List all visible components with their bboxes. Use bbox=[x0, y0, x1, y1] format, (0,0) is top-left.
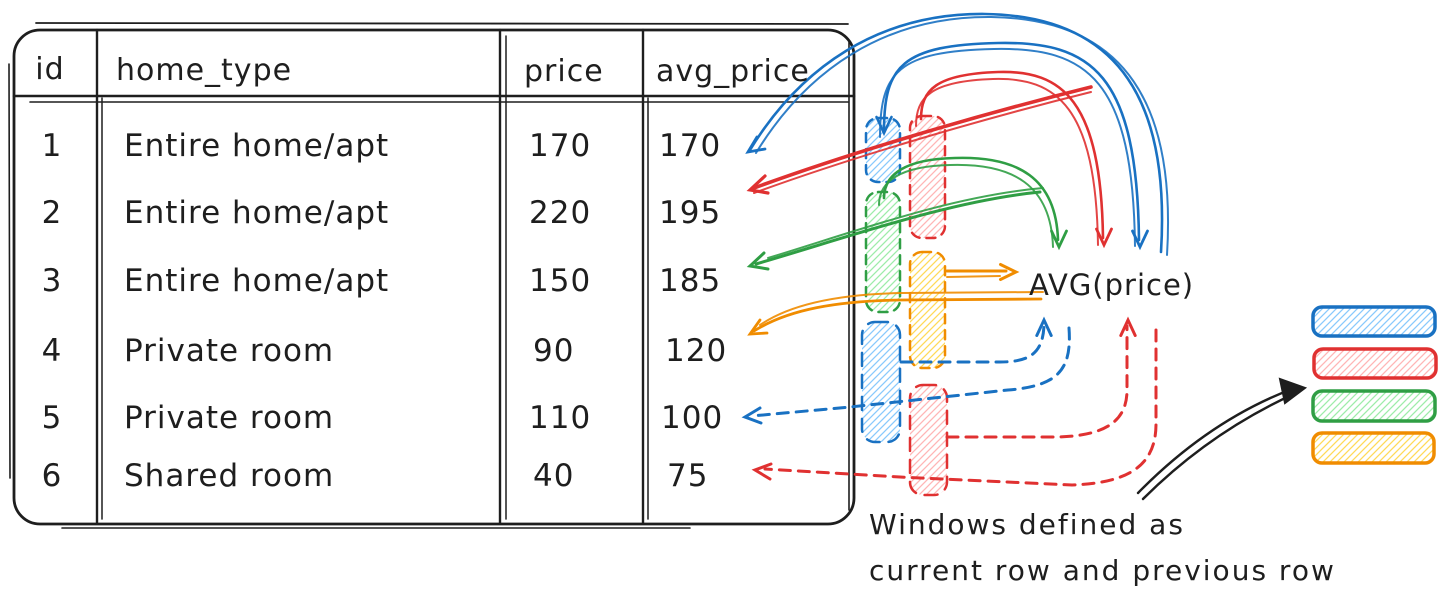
arrow-blue-dashed-avg-to-cell-100 bbox=[741, 326, 1071, 425]
arrowhead bbox=[747, 318, 769, 336]
arrowhead bbox=[999, 263, 1020, 281]
cell-avg-price-row6: 75 bbox=[667, 458, 709, 494]
cell-price-row2: 220 bbox=[529, 195, 592, 231]
arrowhead bbox=[1095, 227, 1113, 249]
table-grid bbox=[8, 22, 856, 529]
arrow-green-avg-to-cell-185 bbox=[746, 187, 1044, 271]
column-header-id: id bbox=[35, 52, 65, 87]
cell-id-row2: 2 bbox=[41, 195, 63, 231]
arrowhead bbox=[746, 174, 770, 195]
cell-price-row1: 170 bbox=[529, 128, 592, 164]
caption-line-2: current row and previous row bbox=[869, 554, 1336, 587]
arrow-blue-window-to-avg bbox=[875, 41, 1149, 251]
legend-swatch-orange bbox=[1311, 431, 1436, 465]
column-header-avg-price: avg_price bbox=[656, 54, 810, 89]
arrow-red-window-to-avg bbox=[915, 70, 1113, 249]
arrowhead bbox=[745, 135, 767, 154]
arrow-black-to-legend bbox=[1136, 377, 1308, 501]
avg-function-label: AVG(price) bbox=[1029, 268, 1195, 302]
arrowhead bbox=[746, 251, 770, 271]
cell-price-row5: 110 bbox=[529, 400, 592, 436]
cell-avg-price-row1: 170 bbox=[659, 128, 722, 164]
cell-home-type-row2: Entire home/apt bbox=[124, 195, 390, 231]
arrow-red-dashed-avg-to-cell-75 bbox=[751, 328, 1158, 487]
cell-home-type-row5: Private room bbox=[124, 400, 335, 436]
arrow-red-dashed-window-to-avg bbox=[945, 316, 1137, 439]
cell-price-row3: 150 bbox=[529, 263, 592, 299]
cell-id-row1: 1 bbox=[41, 128, 63, 164]
arrow-blue-dashed-window-to-avg bbox=[899, 316, 1053, 364]
window-marker-rows5-6-red bbox=[908, 383, 949, 497]
arrow-orange-avg-to-cell-120 bbox=[747, 291, 1044, 336]
column-header-home-type: home_type bbox=[116, 53, 293, 88]
cell-id-row3: 3 bbox=[41, 263, 63, 299]
arrowhead bbox=[1119, 316, 1137, 337]
cell-avg-price-row2: 195 bbox=[659, 195, 722, 231]
cell-avg-price-row5: 100 bbox=[661, 400, 724, 436]
window-marker-rows4-5-blue bbox=[860, 320, 902, 444]
arrowhead bbox=[875, 115, 893, 137]
cell-avg-price-row4: 120 bbox=[665, 333, 728, 369]
caption-line-1: Windows defined as bbox=[869, 508, 1185, 541]
legend-swatch-blue bbox=[1311, 305, 1437, 338]
arrowhead bbox=[1278, 377, 1308, 405]
arrowhead bbox=[1035, 316, 1053, 337]
arrow-red-avg-to-cell-195 bbox=[746, 85, 1093, 195]
arrow-blue-avg-to-cell-170 bbox=[745, 12, 1169, 256]
cell-price-row6: 40 bbox=[533, 458, 575, 494]
arrowhead bbox=[741, 406, 763, 425]
arrow-orange-window-to-avg bbox=[945, 263, 1020, 281]
table-border bbox=[12, 28, 856, 526]
legend-swatch-red bbox=[1312, 347, 1438, 380]
cell-price-row4: 90 bbox=[533, 333, 575, 369]
arrowhead bbox=[1050, 229, 1068, 251]
legend bbox=[1311, 305, 1438, 465]
arrowhead bbox=[1131, 229, 1149, 251]
cell-id-row4: 4 bbox=[41, 333, 63, 369]
window-marker-rows3-4-orange bbox=[908, 250, 947, 370]
cell-avg-price-row3: 185 bbox=[659, 263, 722, 299]
cell-home-type-row1: Entire home/apt bbox=[124, 128, 390, 164]
cell-id-row5: 5 bbox=[41, 400, 63, 436]
column-header-price: price bbox=[524, 54, 604, 89]
cell-id-row6: 6 bbox=[41, 458, 63, 494]
cell-home-type-row6: Shared room bbox=[124, 458, 335, 494]
legend-swatch-green bbox=[1311, 389, 1437, 423]
arrow-green-window-to-avg bbox=[878, 156, 1068, 251]
arrowhead bbox=[751, 462, 773, 481]
cell-home-type-row3: Entire home/apt bbox=[124, 263, 390, 299]
cell-home-type-row4: Private room bbox=[124, 333, 335, 369]
